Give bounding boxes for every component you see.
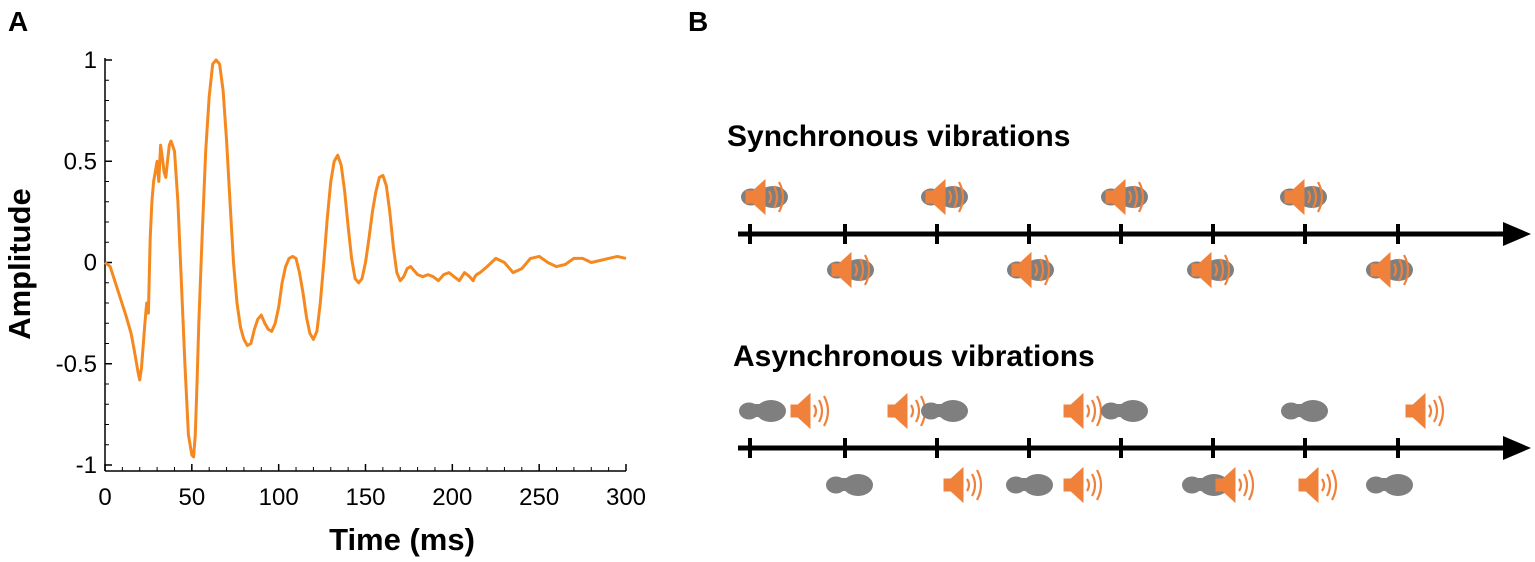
panel-b-label: B xyxy=(688,6,709,37)
y-tick-label: -0.5 xyxy=(56,351,97,378)
speaker-icon xyxy=(789,392,830,430)
speaker-icon xyxy=(1062,466,1103,504)
footprint-icon xyxy=(826,474,873,496)
speaker-icon xyxy=(1369,251,1410,289)
x-tick-label: 150 xyxy=(345,484,385,511)
amplitude-chart: 1 0.5 0 -0.5 -1 0 50 100 150 200 250 300 Time (ms)… xyxy=(2,47,646,557)
panel-a-label: A xyxy=(8,6,29,37)
speaker-icon xyxy=(1190,251,1231,289)
speaker-icon xyxy=(1297,466,1338,504)
y-tick-label: 0.5 xyxy=(64,148,97,175)
footprint-icon xyxy=(1006,474,1053,496)
speaker-icon xyxy=(1283,178,1324,216)
speaker-icon xyxy=(1404,392,1445,430)
timeline-arrowhead xyxy=(1503,222,1531,246)
speaker-icon xyxy=(1214,466,1255,504)
footprint-icon xyxy=(1101,400,1148,422)
y-ticks: 1 0.5 0 -0.5 -1 xyxy=(56,47,112,479)
footprint-icon xyxy=(1366,474,1413,496)
x-tick-label: 0 xyxy=(98,484,111,511)
timeline-arrowhead xyxy=(1503,436,1531,460)
speaker-icon xyxy=(942,466,983,504)
x-axis-title: Time (ms) xyxy=(329,522,475,557)
speaker-icon xyxy=(1010,251,1051,289)
x-tick-label: 250 xyxy=(519,484,559,511)
footprint-icon xyxy=(921,400,968,422)
y-tick-label: 0 xyxy=(84,250,97,277)
speaker-icon xyxy=(1062,392,1103,430)
series-line xyxy=(104,58,627,459)
sync-timeline xyxy=(738,222,1531,246)
footprint-icon xyxy=(739,400,786,422)
x-ticks: 0 50 100 150 200 250 300 xyxy=(98,464,646,511)
vibration-diagram: Synchronous vibrations Asynchronous vibr… xyxy=(727,120,1531,504)
speaker-icon xyxy=(886,392,927,430)
footprint-icon xyxy=(1281,400,1328,422)
x-tick-label: 200 xyxy=(432,484,472,511)
speaker-icon xyxy=(830,251,871,289)
x-tick-label: 300 xyxy=(606,484,646,511)
sync-title: Synchronous vibrations xyxy=(727,120,1070,153)
speaker-icon xyxy=(924,178,965,216)
speaker-icon xyxy=(744,178,785,216)
x-tick-label: 100 xyxy=(259,484,299,511)
async-title: Asynchronous vibrations xyxy=(733,340,1095,373)
x-tick-label: 50 xyxy=(178,484,205,511)
async-timeline xyxy=(738,436,1531,460)
y-axis-title: Amplitude xyxy=(2,188,37,340)
y-tick-label: -1 xyxy=(76,452,97,479)
speaker-icon xyxy=(1104,178,1145,216)
y-tick-label: 1 xyxy=(84,47,97,74)
